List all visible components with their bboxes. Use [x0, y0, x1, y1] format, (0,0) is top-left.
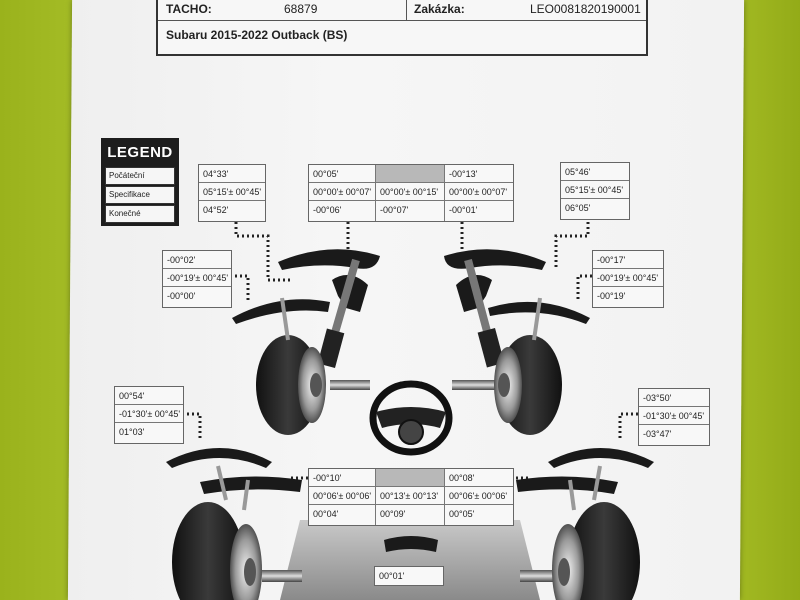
front-right-caster-arc — [444, 249, 546, 270]
rear-right-toe-pointer — [568, 479, 576, 511]
front-right-caster-box: 05°46' 05°15'± 00°45' 06°05' — [560, 162, 630, 220]
front-right-camber-initial: -00°17' — [593, 251, 663, 269]
rear-left-camber-initial: 00°54' — [115, 387, 183, 405]
front-right-toe: -00°13' 00°00'± 00°07' -00°01' — [445, 165, 513, 221]
front-total-toe: 00°00'± 00°15' -00°07' — [376, 165, 445, 221]
order-label: Zakázka: — [414, 2, 465, 16]
front-right-caster-initial: 05°46' — [561, 163, 629, 181]
rear-left-toe-final: 00°04' — [313, 509, 339, 519]
front-left-camber-initial: -00°02' — [163, 251, 231, 269]
front-right-toe-final: -00°01' — [449, 205, 478, 215]
front-right-toe-initial: -00°13' — [445, 165, 513, 183]
rear-right-camber-spec: -01°30'± 00°45' — [639, 407, 709, 425]
rear-left-camber-arc — [166, 448, 272, 468]
front-left-caster-final: 04°52' — [203, 205, 229, 215]
front-right-camber-final: -00°19' — [597, 291, 626, 301]
thrust-angle-final: 00°01' — [379, 571, 405, 581]
legend: LEGEND Počáteční Specifikace Konečné — [101, 138, 179, 226]
thrust-angle-shape — [384, 536, 438, 552]
front-right-wheel — [494, 335, 562, 435]
front-total-toe-final: -00°07' — [380, 205, 409, 215]
rear-right-toe-spec: 00°06'± 00°06' — [445, 487, 513, 505]
front-left-toe-initial: 00°05' — [309, 165, 375, 183]
rear-left-camber-pointer — [216, 465, 228, 501]
front-left-caster-box: 04°33' 05°15'± 00°45' 04°52' — [198, 164, 266, 222]
thrust-angle-box: 00°01' — [374, 566, 444, 586]
tacho-value: 68879 — [284, 2, 318, 16]
front-right-camber-spec: -00°19'± 00°45' — [593, 269, 663, 287]
tacho-label: TACHO: — [166, 2, 212, 16]
header-divider — [406, 0, 407, 20]
front-left-camber-spec: -00°19'± 00°45' — [163, 269, 231, 287]
rear-right-toe-bar — [516, 476, 618, 494]
rear-right-camber-arc — [548, 448, 654, 468]
front-total-toe-spec: 00°00'± 00°15' — [376, 183, 444, 201]
front-left-toe: 00°05' 00°00'± 00°07' -00°06' — [309, 165, 376, 221]
rear-toe-box: -00°10' 00°06'± 00°06' 00°04' 00°13'± 00… — [308, 468, 514, 526]
legend-item-initial: Počáteční — [105, 167, 175, 185]
front-right-toe-spec: 00°00'± 00°07' — [445, 183, 513, 201]
rear-left-camber-box: 00°54' -01°30'± 00°45' 01°03' — [114, 386, 184, 444]
rear-left-toe-initial: -00°10' — [309, 469, 375, 487]
rear-right-camber-initial: -03°50' — [639, 389, 709, 407]
front-right-caster-final: 06°05' — [565, 203, 591, 213]
front-left-camber-pointer — [280, 297, 290, 341]
rear-body — [280, 520, 540, 600]
front-toe-box: 00°05' 00°00'± 00°07' -00°06' 00°00'± 00… — [308, 164, 514, 222]
rear-total-toe-final: 00°09' — [380, 509, 406, 519]
rear-total-toe-initial — [376, 469, 444, 487]
front-right-caster-spec: 05°15'± 00°45' — [561, 181, 629, 199]
front-right-strut — [464, 258, 505, 368]
rear-left-camber-spec: -01°30'± 00°45' — [115, 405, 183, 423]
header-row-vehicle: Subaru 2015-2022 Outback (BS) — [158, 24, 646, 46]
report-header: TACHO: 68879 Zakázka: LEO0081820190001 S… — [156, 0, 648, 56]
rear-right-toe: 00°08' 00°06'± 00°06' 00°05' — [445, 469, 513, 525]
front-right-camber-pointer — [532, 297, 542, 341]
rear-right-toe-initial: 00°08' — [445, 469, 513, 487]
front-left-camber-box: -00°02' -00°19'± 00°45' -00°00' — [162, 250, 232, 308]
legend-title: LEGEND — [107, 144, 173, 161]
legend-item-spec: Specifikace — [105, 186, 175, 204]
front-left-camber-final: -00°00' — [167, 291, 196, 301]
front-left-toe-spec: 00°00'± 00°07' — [309, 183, 375, 201]
front-left-axle — [330, 380, 370, 390]
vehicle-model: Subaru 2015-2022 Outback (BS) — [166, 28, 348, 42]
header-row-top: TACHO: 68879 Zakázka: LEO0081820190001 — [158, 0, 646, 21]
rear-right-camber-pointer — [592, 465, 602, 501]
rear-left-toe-spec: 00°06'± 00°06' — [309, 487, 375, 505]
front-left-caster-initial: 04°33' — [199, 165, 265, 183]
front-left-wheel — [256, 335, 326, 435]
rear-left-toe-pointer — [242, 479, 250, 511]
front-left-caster-spec: 05°15'± 00°45' — [199, 183, 265, 201]
front-total-toe-initial — [376, 165, 444, 183]
rear-left-wheel — [172, 502, 262, 600]
front-left-strut — [317, 258, 360, 368]
front-left-toe-final: -00°06' — [313, 205, 342, 215]
front-right-axle — [452, 380, 496, 390]
rear-left-toe-bar — [200, 476, 302, 494]
rear-right-toe-final: 00°05' — [449, 509, 475, 519]
rear-right-camber-box: -03°50' -01°30'± 00°45' -03°47' — [638, 388, 710, 446]
front-right-camber-box: -00°17' -00°19'± 00°45' -00°19' — [592, 250, 664, 308]
rear-right-camber-final: -03°47' — [643, 429, 672, 439]
legend-item-final: Konečné — [105, 205, 175, 223]
steering-wheel-icon — [369, 380, 453, 456]
rear-right-axle — [520, 570, 560, 582]
rear-right-wheel — [552, 502, 640, 600]
rear-left-camber-final: 01°03' — [119, 427, 145, 437]
rear-total-toe: 00°13'± 00°13' 00°09' — [376, 469, 445, 525]
rear-total-toe-spec: 00°13'± 00°13' — [376, 487, 444, 505]
front-left-camber-arc — [232, 299, 330, 324]
rear-left-toe: -00°10' 00°06'± 00°06' 00°04' — [309, 469, 376, 525]
order-value: LEO0081820190001 — [530, 2, 641, 16]
front-left-caster-arc — [278, 249, 380, 270]
rear-left-axle — [262, 570, 302, 582]
